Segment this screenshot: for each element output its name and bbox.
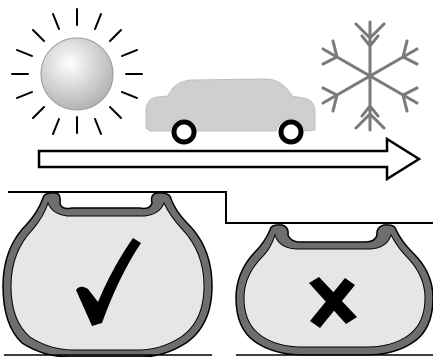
check-icon	[76, 238, 141, 326]
tire-correct	[2, 192, 213, 357]
ground-level-line	[8, 191, 433, 224]
car-body	[145, 78, 316, 132]
cross-icon	[309, 277, 357, 328]
tire-incorrect	[235, 224, 433, 356]
arrow-right-icon	[37, 136, 422, 182]
sun-disc	[40, 37, 114, 111]
sun-rays	[11, 8, 143, 135]
car-wheel-front	[171, 119, 197, 145]
sun-icon	[11, 8, 143, 135]
car-icon	[145, 78, 316, 145]
snowflake-icon	[321, 20, 419, 132]
tire-inner	[10, 201, 205, 351]
car-wheel-rear	[278, 119, 304, 145]
